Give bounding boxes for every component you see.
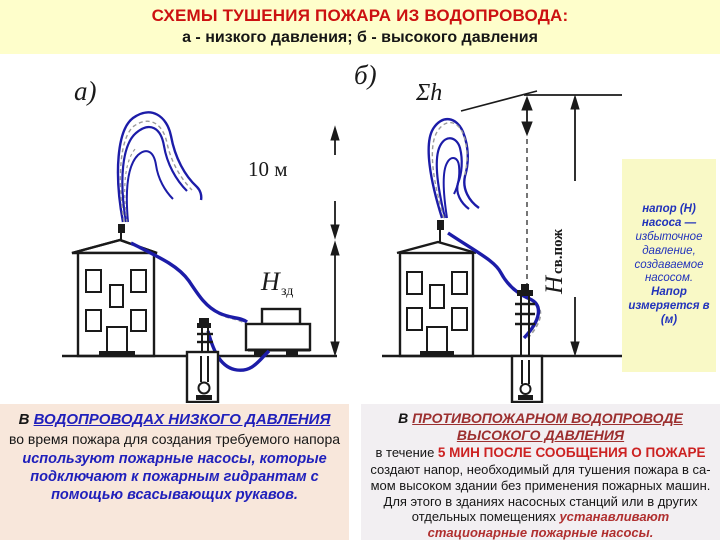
high-pressure-panel: В ПРОТИВОПОЖАРНОМ ВОДОПРОВОДЕ ВЫСОКОГО Д…	[361, 404, 720, 540]
low-pressure-body: во время пожара для создания требуемого …	[8, 431, 341, 447]
hose-roof-to-hydrant	[447, 231, 542, 340]
building-a	[71, 238, 158, 358]
note-definition: избыточное давление, создаваемое насосом…	[634, 231, 704, 285]
low-pressure-emphasis: используют пожарные насосы, которые подк…	[22, 450, 327, 504]
page-subtitle: а - низкого давления; б - высокого давле…	[182, 29, 538, 46]
low-pressure-heading: В ВОДОПРОВОДАХ НИЗКОГО ДАВЛЕНИЯ	[6, 411, 343, 429]
svg-text:зд: зд	[281, 284, 293, 299]
body-emphasis: устанавливают стационарные пожарные насо…	[427, 509, 670, 541]
sigma-h-arrows	[521, 95, 533, 291]
svg-text:Н: Н	[260, 267, 281, 296]
heading-prefix: В	[18, 411, 34, 428]
scheme-b: б) Σh	[354, 60, 682, 404]
high-pressure-heading: В ПРОТИВОПОЖАРНОМ ВОДОПРОВОДЕ ВЫСОКОГО Д…	[363, 410, 718, 444]
hydrant-a	[185, 318, 220, 404]
svg-text:св.пож: св.пож	[550, 229, 566, 274]
fire-scheme-drawing: а)	[62, 60, 682, 404]
hose-truck-to-hydrant	[206, 330, 271, 372]
building-b	[396, 240, 477, 358]
dim-hsv	[570, 94, 580, 357]
sigma-h-label: Σh	[415, 80, 442, 106]
note-unit: Напор измеряется в (м)	[628, 286, 710, 326]
scheme-a: а)	[62, 76, 340, 404]
roof-nozzle-b	[437, 220, 444, 242]
hydrant-b	[510, 284, 544, 404]
fire-truck	[244, 307, 312, 357]
dim-building-height	[330, 240, 340, 357]
water-jet-a	[116, 111, 203, 223]
svg-text:Н: Н	[541, 274, 568, 295]
schematic-area: а)	[0, 54, 720, 404]
heading-prefix: В	[398, 410, 413, 426]
pump-head-note: напор (Н) насоса — избыточное давление, …	[622, 159, 716, 372]
dim-10m	[330, 125, 340, 240]
dim-hsv-label: Н св.пож	[541, 229, 568, 295]
body-text: создают напор, необходимый для тушения п…	[370, 461, 711, 525]
dim-hzd-label: Н зд	[260, 267, 293, 299]
water-jet-b	[427, 118, 480, 219]
note-term: напор (Н) насоса —	[641, 203, 697, 230]
dim-10m-label: 10 м	[248, 157, 288, 181]
roof-nozzle-a	[118, 224, 125, 241]
page-title: СХЕМЫ ТУШЕНИЯ ПОЖАРА ИЗ ВОДОПРОВОДА:	[151, 6, 569, 25]
top-level-line	[460, 90, 622, 112]
high-pressure-body: создают напор, необходимый для тушения п…	[363, 462, 718, 541]
low-pressure-panel: В ВОДОПРОВОДАХ НИЗКОГО ДАВЛЕНИЯ во время…	[0, 404, 349, 540]
hose-roof-to-truck	[130, 241, 248, 326]
high-pressure-lead: в течение 5 МИН ПОСЛЕ СООБЩЕНИЯ О ПОЖАРЕ	[363, 445, 718, 461]
heading-main: ВОДОПРОВОДАХ НИЗКОГО ДАВЛЕНИЯ	[33, 411, 331, 428]
title-band: СХЕМЫ ТУШЕНИЯ ПОЖАРА ИЗ ВОДОПРОВОДА: а -…	[0, 0, 720, 54]
scheme-b-label: б)	[354, 60, 377, 90]
lead-normal: в течение	[375, 444, 438, 460]
lead-alert: 5 МИН ПОСЛЕ СООБЩЕНИЯ О ПОЖАРЕ	[437, 444, 706, 460]
scheme-a-label: а)	[74, 76, 97, 106]
heading-main: ПРОТИВОПОЖАРНОМ ВОДОПРОВОДЕ ВЫСОКОГО ДАВ…	[412, 410, 683, 443]
